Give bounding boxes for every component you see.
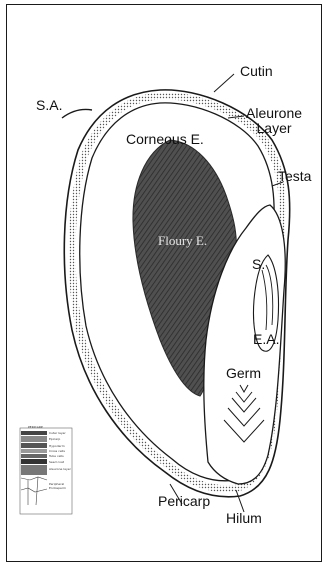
inset-layer-label: Tube cells (49, 454, 64, 458)
label-embryonic-axis: E.A. (253, 332, 279, 347)
inset-layer-label: Cross cells (49, 449, 65, 453)
label-silk-attachment: S.A. (36, 98, 62, 113)
label-germ: Germ (226, 366, 261, 381)
inset-layer-label: Hypoderm (49, 444, 65, 448)
silk-attachment-tip (62, 109, 92, 118)
label-hilum: Hilum (226, 511, 262, 526)
label-cutin: Cutin (240, 64, 273, 79)
inset-layer-label: Epicarp (49, 437, 60, 441)
label-pericarp: Pericarp (158, 494, 210, 509)
label-scutellum: S. (252, 257, 265, 272)
label-aleurone-layer: Aleurone Layer (246, 106, 302, 135)
inset-title: PERICARP (28, 425, 43, 429)
label-corneous-endosperm: Corneous E. (126, 132, 204, 147)
label-aleurone-line2: Layer (257, 120, 292, 136)
label-testa: Testa (278, 169, 311, 184)
label-aleurone-line1: Aleurone (246, 105, 302, 121)
inset-layer-label: Seed coat (49, 460, 64, 464)
pericarp-inset (20, 428, 72, 514)
inset-layer-label: Endosperm (49, 486, 66, 490)
inset-layer-label: Cuter layer (49, 431, 66, 435)
label-floury-endosperm: Floury E. (158, 234, 207, 248)
inset-layer-label: Aleurone layer (49, 467, 71, 471)
